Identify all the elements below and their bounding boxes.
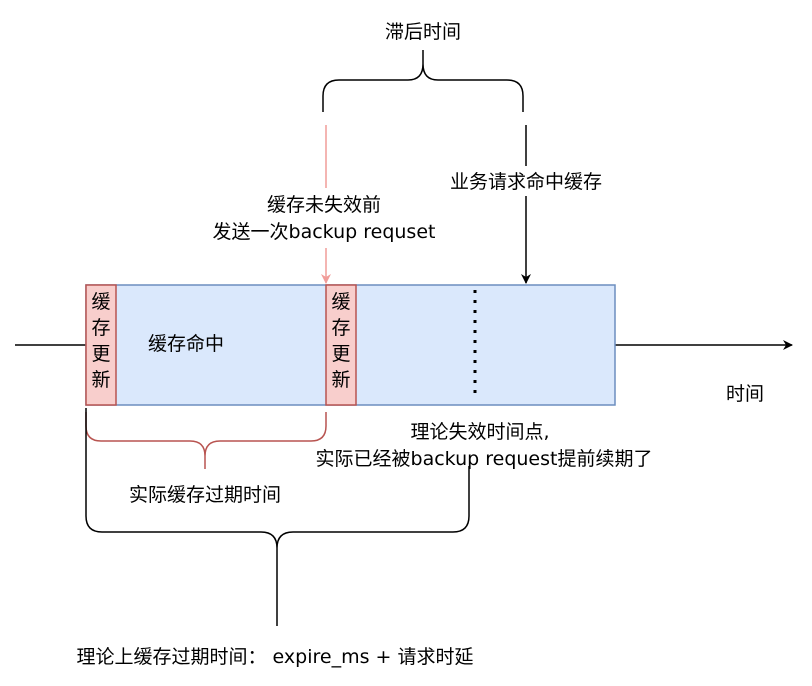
theory-expire-note-line2: 实际已经被backup request提前续期了 xyxy=(316,448,653,470)
theory-expire-brace xyxy=(85,408,470,626)
update-block-1-char-1: 缓 xyxy=(91,291,110,313)
update-block-2-char-3: 更 xyxy=(331,343,350,365)
cache-hit-label: 缓存命中 xyxy=(148,333,224,355)
cache-update-block-1 xyxy=(85,284,117,406)
update-block-2-char-2: 存 xyxy=(331,317,350,339)
update-block-2-char-1: 缓 xyxy=(331,291,350,313)
update-block-1-char-2: 存 xyxy=(91,317,110,339)
update-block-2-char-4: 新 xyxy=(331,369,350,391)
update-block-1-char-4: 新 xyxy=(91,369,110,391)
theory-expire-label: 理论上缓存过期时间： expire_ms + 请求时延 xyxy=(77,646,474,668)
theory-expire-note-line1: 理论失效时间点, xyxy=(410,421,549,443)
time-axis-label: 时间 xyxy=(726,383,764,405)
backup-label-line1: 缓存未失效前 xyxy=(267,194,381,216)
cache-update-block-2 xyxy=(325,284,357,406)
update-block-1-char-3: 更 xyxy=(91,343,110,365)
actual-expire-label: 实际缓存过期时间 xyxy=(129,484,281,506)
lag-time-brace xyxy=(322,50,524,112)
backup-label-line2: 发送一次backup requset xyxy=(213,221,436,243)
request-hit-label: 业务请求命中缓存 xyxy=(450,171,602,193)
lag-time-label: 滞后时间 xyxy=(385,21,461,43)
actual-expire-brace xyxy=(85,412,327,469)
